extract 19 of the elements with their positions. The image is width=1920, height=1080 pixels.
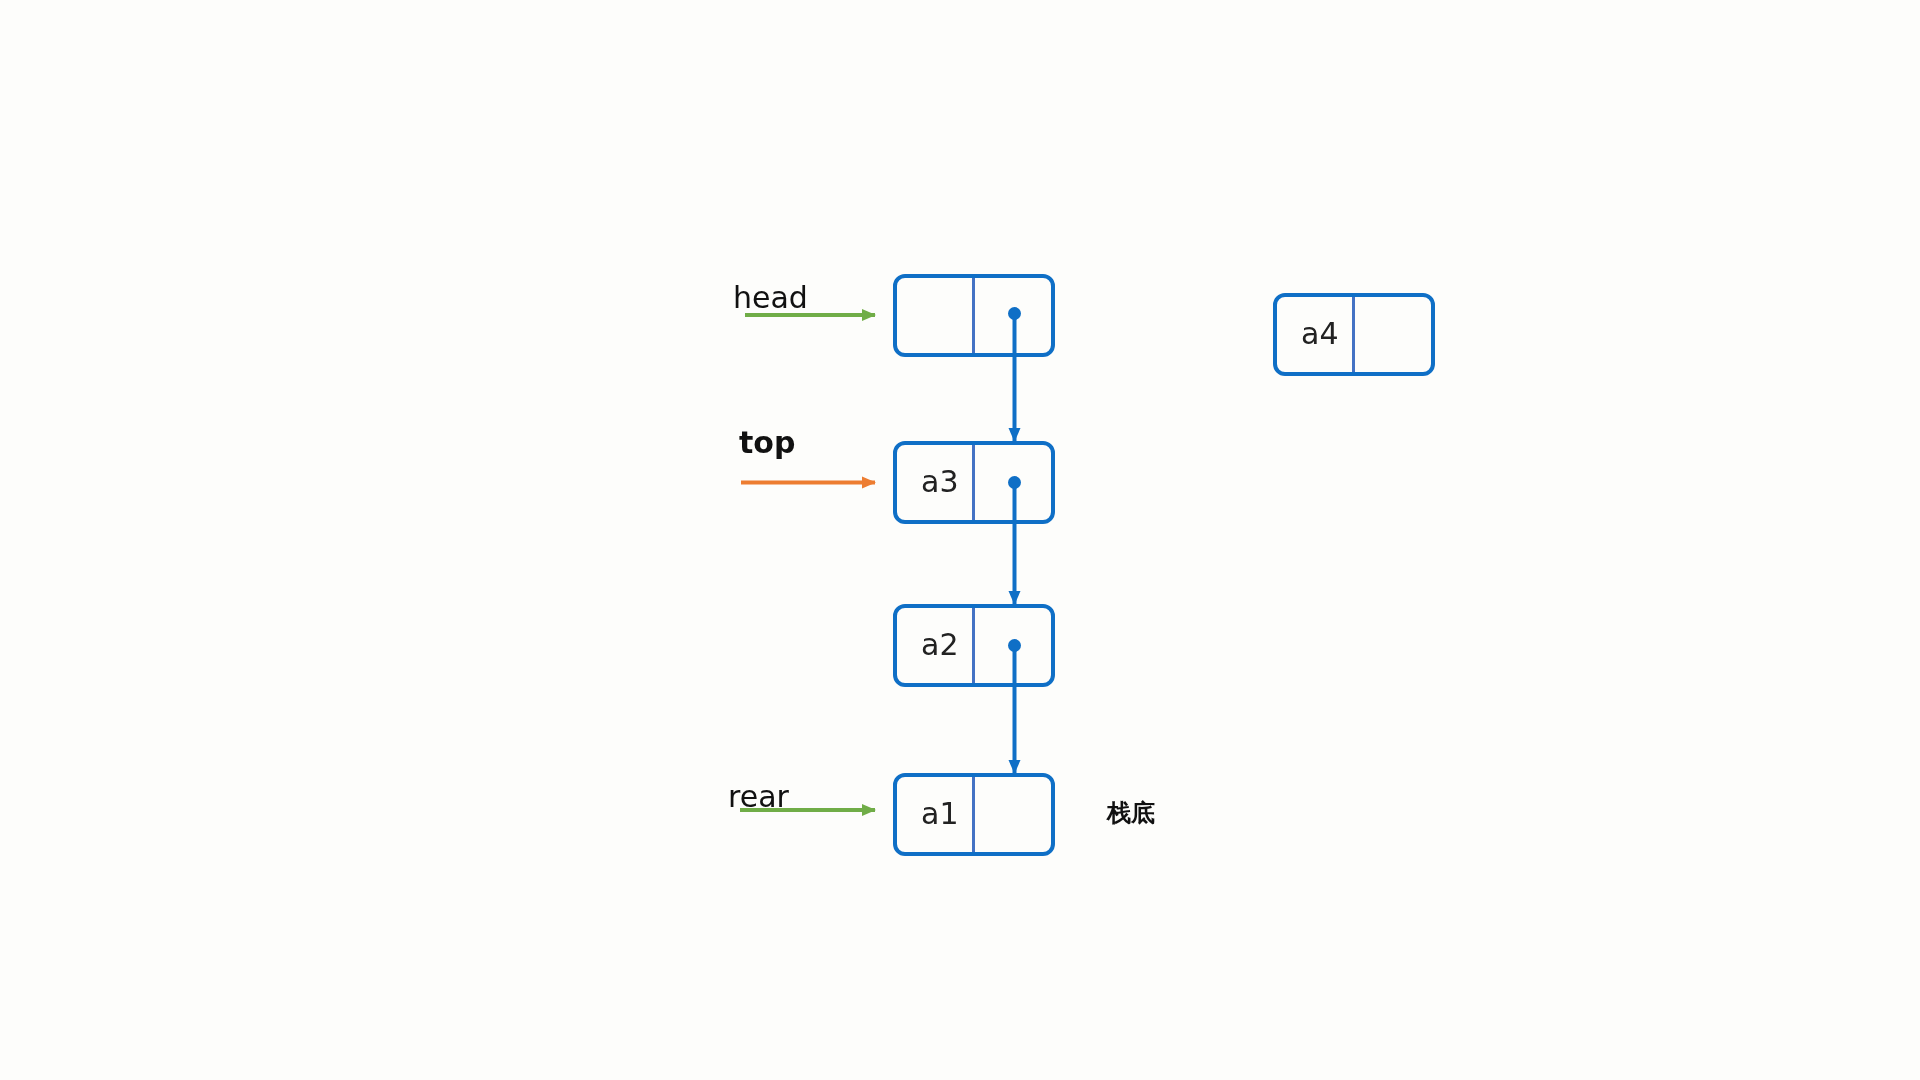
- arrow: [740, 804, 876, 816]
- node-value: a3: [921, 466, 959, 497]
- arrow: [745, 309, 876, 321]
- empty-node-box: [893, 274, 1055, 357]
- pointer-label: head: [733, 283, 808, 313]
- list-node-box: [893, 604, 1055, 687]
- arrow: [1008, 307, 1021, 442]
- arrow: [1008, 476, 1021, 605]
- list-node-box: [1273, 293, 1435, 376]
- pointer-label: top: [739, 428, 796, 458]
- arrow: [1008, 639, 1021, 774]
- list-node-box: [893, 773, 1055, 856]
- pointer-label: rear: [728, 782, 789, 812]
- node-value: a2: [921, 629, 959, 660]
- node-value: a4: [1301, 318, 1339, 349]
- node-value: a1: [921, 798, 959, 829]
- list-node-box: [893, 441, 1055, 524]
- caption-text: 栈底: [1107, 800, 1155, 825]
- arrow: [741, 476, 876, 489]
